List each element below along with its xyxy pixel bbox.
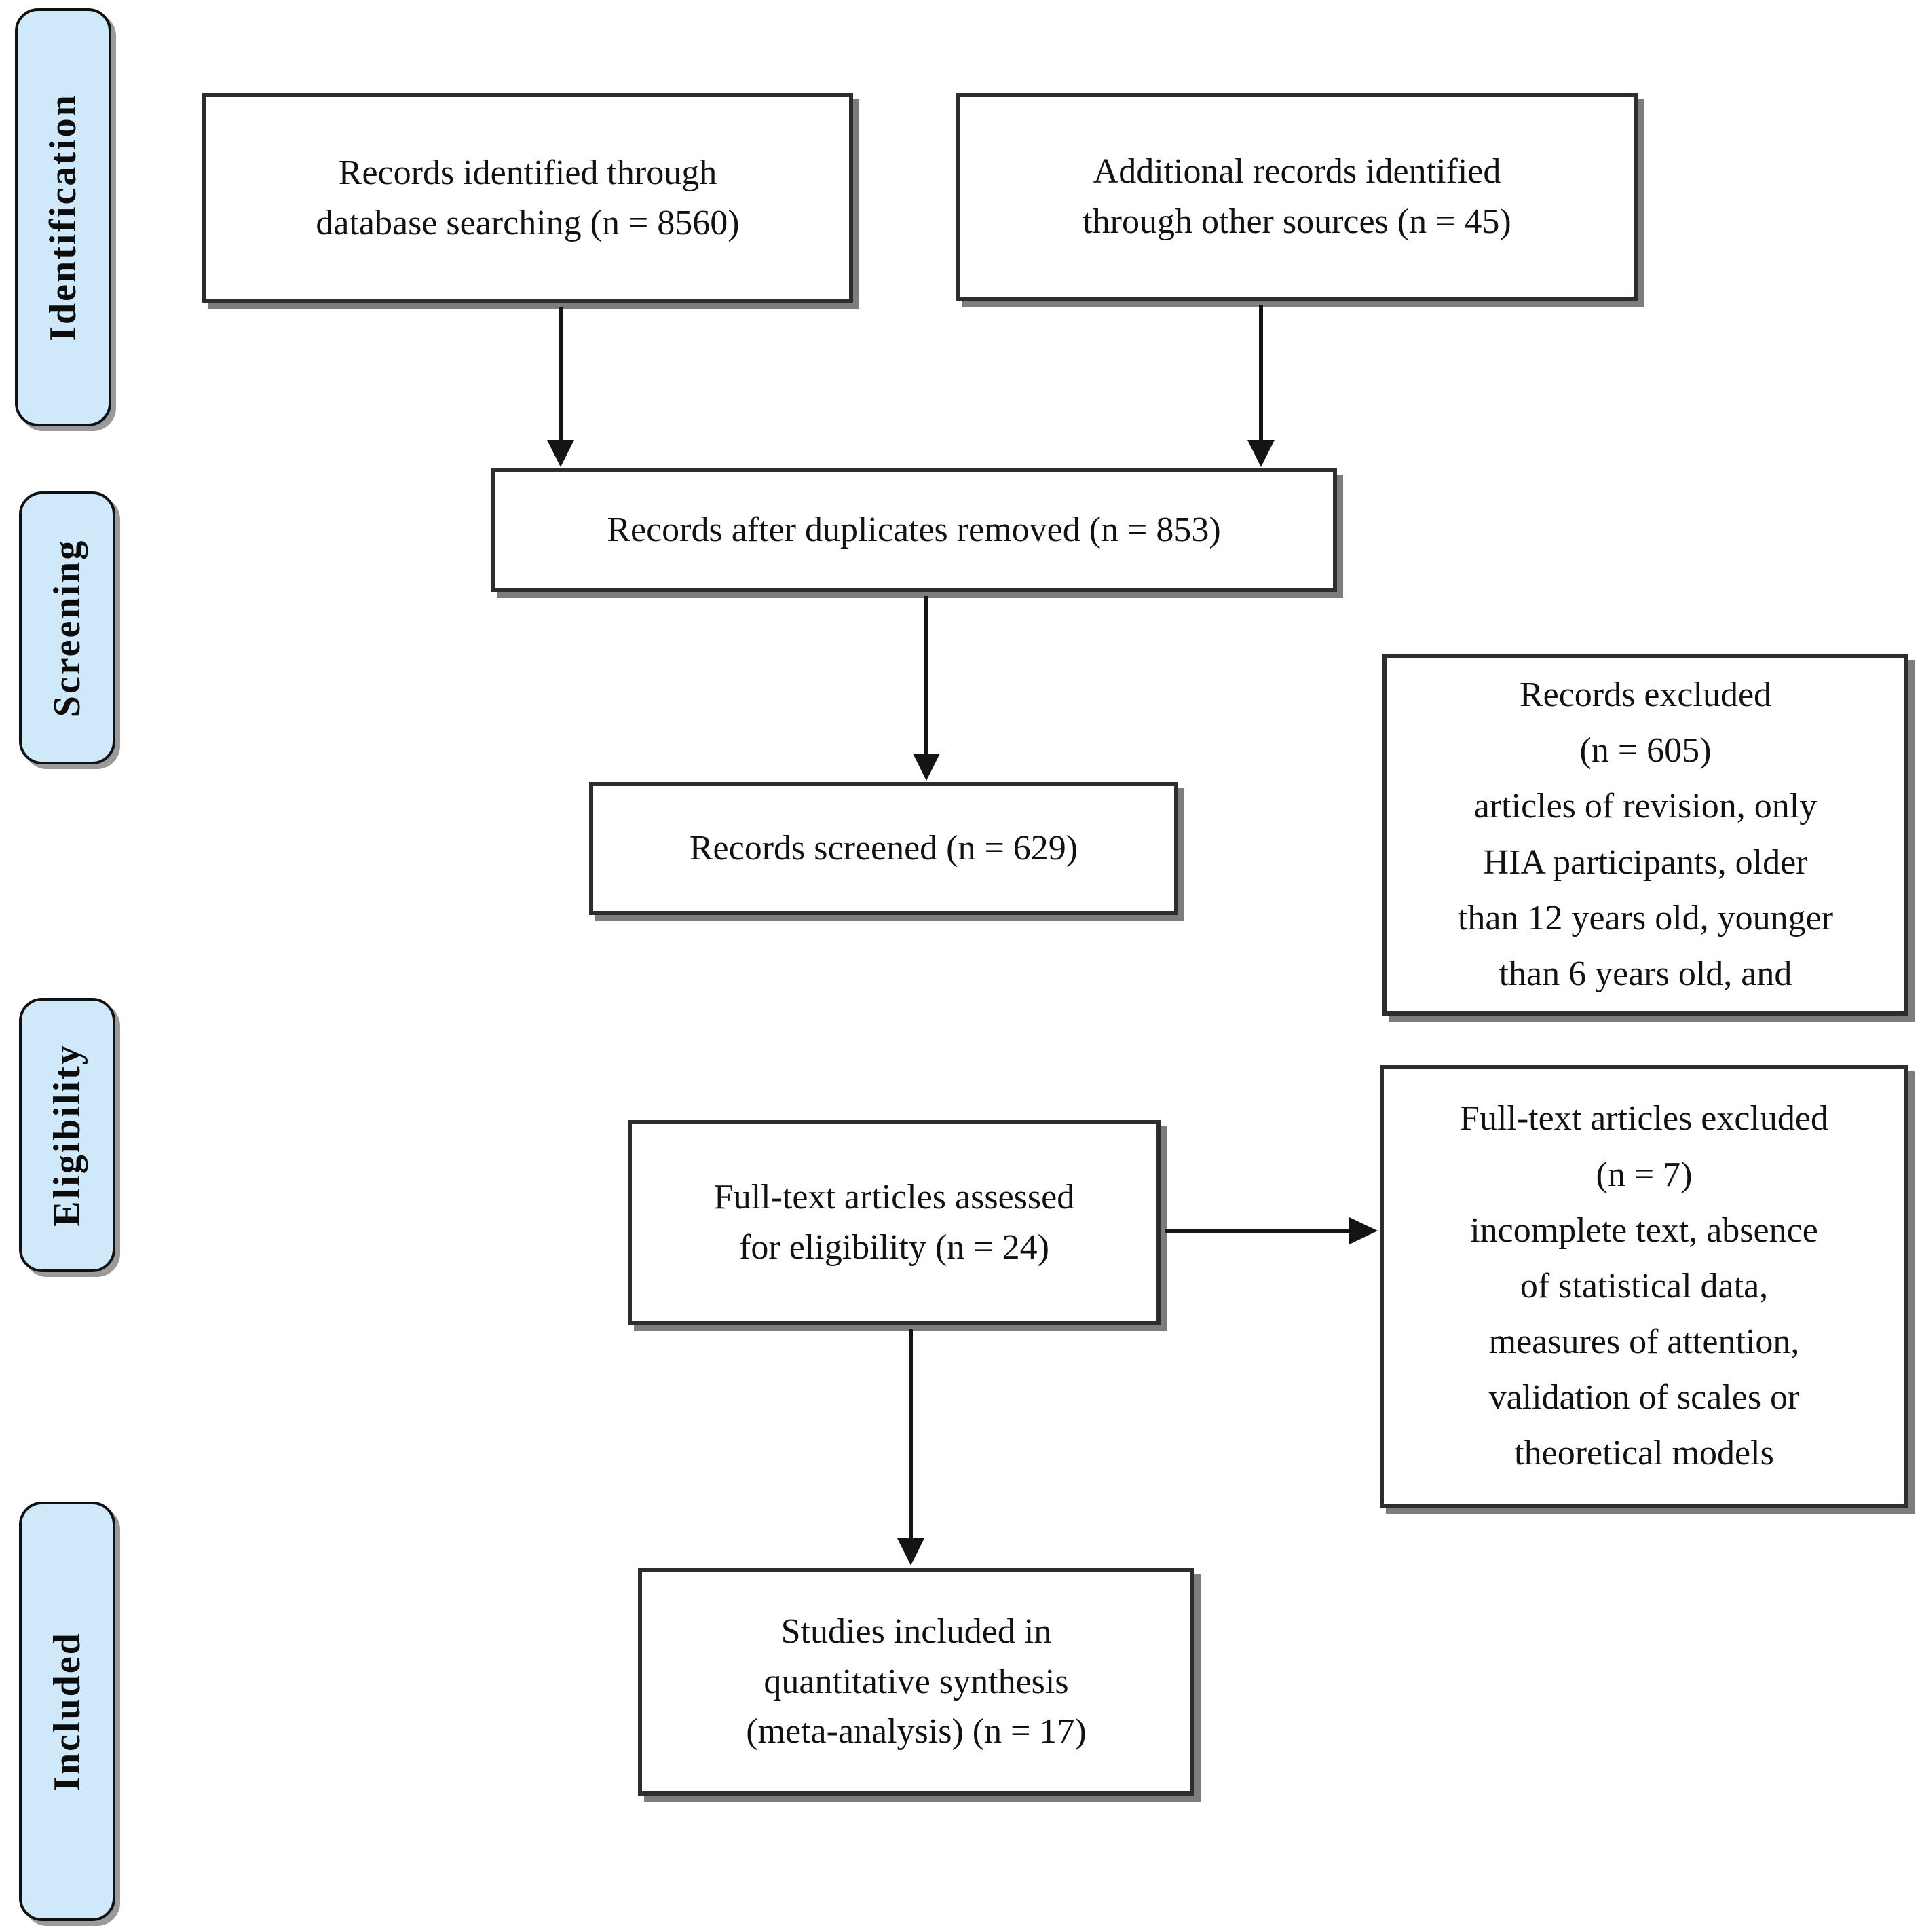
box-records-identified: Records identified through database searc… [202,93,853,303]
arrow-additional-to-duplicates-head-icon [1247,440,1275,467]
text-line: (meta-analysis) (n = 17) [746,1712,1087,1751]
text-line: than 6 years old, and [1499,954,1792,993]
box-studies-included: Studies included in quantitative synthesi… [638,1568,1194,1796]
text-line: (n = 7) [1596,1155,1693,1194]
stage-label-screening-text: Screening [46,538,88,718]
text-line: for eligibility (n = 24) [739,1228,1049,1267]
text-line: incomplete text, absence [1470,1210,1818,1250]
box-fulltext-excluded: Full-text articles excluded (n = 7) incomp… [1380,1065,1908,1508]
arrow-identified-to-duplicates-line [559,307,563,441]
text-line: Studies included in [780,1612,1052,1651]
box-additional-records: Additional records identified through oth… [956,93,1638,301]
text-line: Records identified through [338,153,717,192]
arrow-assessed-to-included-head-icon [897,1538,924,1565]
text-line: through other sources (n = 45) [1083,202,1511,241]
stage-label-identification: Identification [15,8,111,426]
arrow-duplicates-to-screened-line [924,596,928,754]
text-line: theoretical models [1514,1434,1774,1473]
text-line: database searching (n = 8560) [316,203,740,242]
text-line: Records excluded [1519,675,1772,715]
stage-label-eligibility: Eligibility [19,998,115,1272]
stage-label-included-text: Included [46,1631,89,1791]
arrow-assessed-to-excluded-head-icon [1349,1217,1378,1244]
text-line: quantitative synthesis [764,1662,1069,1701]
arrow-identified-to-duplicates-head-icon [547,440,574,467]
text-line: HIA participants, older [1483,842,1808,882]
box-duplicates-removed: Records after duplicates removed (n = 85… [491,468,1337,592]
stage-label-screening: Screening [19,491,115,764]
text-line: of statistical data, [1520,1266,1769,1305]
text-line: Records after duplicates removed (n = 85… [607,510,1221,550]
text-line: measures of attention, [1488,1322,1800,1362]
stage-label-included: Included [19,1502,115,1921]
stage-label-identification-text: Identification [42,93,84,341]
arrow-assessed-to-included-line [909,1329,913,1540]
text-line: Records screened (n = 629) [689,829,1078,868]
stage-label-eligibility-text: Eligibility [46,1043,88,1227]
text-line: Additional records identified [1093,152,1501,191]
text-line: Full-text articles assessed [713,1178,1075,1217]
arrow-assessed-to-excluded-line [1165,1229,1349,1233]
arrow-additional-to-duplicates-line [1259,305,1263,441]
text-line: articles of revision, only [1473,787,1818,826]
text-line: than 12 years old, younger [1457,898,1834,937]
arrow-duplicates-to-screened-head-icon [913,754,940,781]
text-line: Full-text articles excluded [1460,1099,1828,1138]
text-line: validation of scales or [1488,1378,1800,1417]
text-line: (n = 605) [1579,731,1712,770]
box-records-excluded: Records excluded (n = 605) articles of rev… [1382,654,1908,1016]
box-records-screened: Records screened (n = 629) [589,782,1178,915]
box-fulltext-assessed: Full-text articles assessed for eligibili… [628,1120,1161,1325]
